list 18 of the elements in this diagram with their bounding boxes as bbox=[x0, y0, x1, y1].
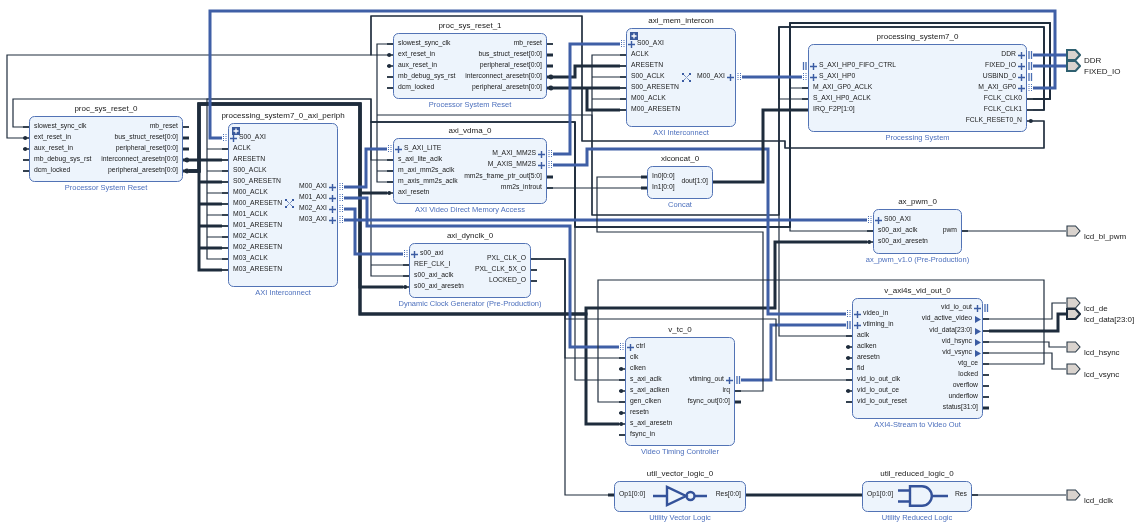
instance-name: ax_pwm_0 bbox=[898, 198, 937, 206]
port-name: lcd_data[23:0] bbox=[1084, 314, 1135, 326]
instance-name: util_reduced_logic_0 bbox=[880, 470, 954, 478]
instance-name: processing_system7_0 bbox=[876, 33, 959, 41]
port-name: DDR bbox=[1084, 55, 1102, 67]
instance-name: axi_mem_intercon bbox=[648, 17, 714, 25]
port-name: FIXED_IO bbox=[1084, 66, 1121, 78]
instance-name: proc_sys_reset_0 bbox=[74, 105, 138, 113]
instance-name: xlconcat_0 bbox=[660, 155, 700, 163]
port-name: lcd_hsync bbox=[1084, 347, 1120, 359]
port-name: lcd_dclk bbox=[1084, 495, 1113, 507]
instance-name: v_tc_0 bbox=[668, 326, 692, 334]
port-name: lcd_bl_pwm bbox=[1084, 231, 1127, 243]
instance-name: util_vector_logic_0 bbox=[646, 470, 714, 478]
instance-name: v_axi4s_vid_out_0 bbox=[884, 287, 951, 295]
port-name: lcd_de bbox=[1084, 303, 1108, 315]
instance-name: proc_sys_reset_1 bbox=[438, 22, 502, 30]
port-name: lcd_vsync bbox=[1084, 369, 1120, 381]
